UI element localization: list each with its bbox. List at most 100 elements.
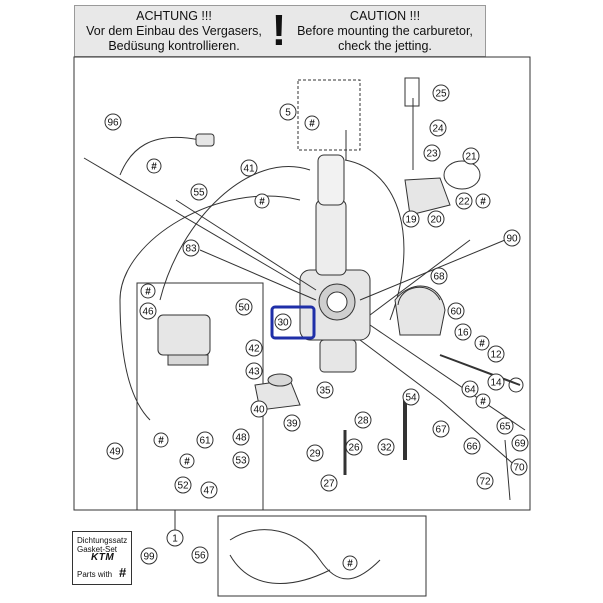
callout-circle [232, 451, 250, 469]
callout-48: 48 [232, 428, 250, 446]
callout-55: 55 [190, 183, 208, 201]
callout-label: 28 [357, 416, 369, 427]
gasket-set-label-de: Dichtungssatz [77, 536, 128, 545]
connector [195, 133, 215, 147]
callout-circle [377, 438, 395, 456]
screw-card [404, 77, 420, 107]
callout-label: 30 [277, 318, 289, 329]
callout-27: 27 [320, 474, 338, 492]
hash-marker: # [146, 158, 162, 174]
hash-marker: # [140, 283, 156, 299]
parts-with-label: Parts with [77, 570, 113, 579]
cable-path [159, 166, 311, 301]
part-line [504, 439, 511, 501]
hash-symbol: # [119, 565, 127, 580]
kit-frame [297, 79, 361, 151]
callout-label: 16 [457, 328, 469, 339]
callout-label: 52 [177, 481, 189, 492]
caution-english: CAUTION !!! Before mounting the carburet… [290, 9, 480, 54]
leader-line [359, 339, 441, 401]
hash-circle [153, 432, 169, 448]
callout-label: 53 [235, 456, 247, 467]
caution-banner: ACHTUNG !!! Vor dem Einbau des Vergasers… [74, 5, 486, 57]
callout-label: 54 [405, 393, 417, 404]
callout-label: 99 [143, 552, 155, 563]
callout-label: 27 [323, 479, 335, 490]
callout-circle [402, 388, 420, 406]
callout-circle [476, 472, 494, 490]
gasket [443, 160, 481, 190]
callout-circle [232, 428, 250, 446]
callout-14: 14 [487, 373, 505, 391]
callout-70: 70 [510, 458, 528, 476]
callout-label: 72 [479, 477, 491, 488]
hash-circle [475, 393, 491, 409]
callout-49: 49 [106, 442, 124, 460]
callout-circle [196, 431, 214, 449]
callout-28: 28 [354, 411, 372, 429]
callout-24: 24 [429, 119, 447, 137]
callout-56: 56 [191, 546, 209, 564]
callout-label: 26 [348, 443, 360, 454]
callout-label: 42 [248, 344, 260, 355]
callout-label: 67 [435, 425, 447, 436]
callout-64: 64 [461, 380, 479, 398]
callout-label: 5 [285, 108, 291, 119]
callout-1: 1 [166, 529, 184, 547]
callout-52: 52 [174, 476, 192, 494]
callout-circle [455, 192, 473, 210]
callout-label: 32 [380, 443, 392, 454]
hash-label: # [309, 119, 315, 130]
callout-circle [503, 229, 521, 247]
callout-42: 42 [245, 339, 263, 357]
hash-marker: # [342, 555, 358, 571]
part-cap [267, 373, 293, 387]
callout-circle [432, 420, 450, 438]
leader-line [175, 199, 317, 291]
hash-label: # [480, 397, 486, 408]
gasket-set-label-en: Gasket-Set [77, 545, 118, 554]
callout-32: 32 [377, 438, 395, 456]
callout-label: 49 [109, 447, 121, 458]
hash-label: # [479, 339, 485, 350]
callout-12: 12 [487, 345, 505, 363]
callout-83: 83 [182, 239, 200, 257]
part-line [439, 354, 521, 386]
callout-39: 39 [283, 414, 301, 432]
callout-circle [487, 373, 505, 391]
hash-circle [342, 555, 358, 571]
callout-46: 46 [139, 302, 157, 320]
hash-label: # [184, 457, 190, 468]
caution-german: ACHTUNG !!! Vor dem Einbau des Vergasers… [79, 9, 269, 54]
callout-label: 35 [319, 386, 331, 397]
gasket-set-legend: Dichtungssatz Gasket-Set KTM Parts with … [72, 531, 132, 585]
callout-label: 83 [185, 244, 197, 255]
leader-line [369, 324, 526, 431]
hash-marker: # [304, 115, 320, 131]
callout-circle [182, 239, 200, 257]
assembly-frame [73, 56, 531, 511]
callout-circle [283, 414, 301, 432]
hash-marker: # [474, 335, 490, 351]
cable-path [344, 159, 405, 321]
callout-label: 56 [194, 551, 206, 562]
callout-label: 19 [405, 215, 417, 226]
callout-label: 24 [432, 124, 444, 135]
callout-circle [274, 313, 292, 331]
callout-circle [402, 210, 420, 228]
callout-label: 43 [248, 367, 260, 378]
callout-circle [429, 119, 447, 137]
brand-logo: KTM [91, 552, 115, 563]
cable-path [229, 554, 331, 584]
callout-label: 40 [253, 405, 265, 416]
callout-22: 22 [455, 192, 473, 210]
callout-circle [430, 267, 448, 285]
callout-circle [511, 434, 529, 452]
callout-90: 90 [503, 229, 521, 247]
callout-label: 48 [235, 433, 247, 444]
callout-25: 25 [432, 84, 450, 102]
callout-circle [166, 529, 184, 547]
throttle-cam [394, 285, 446, 336]
